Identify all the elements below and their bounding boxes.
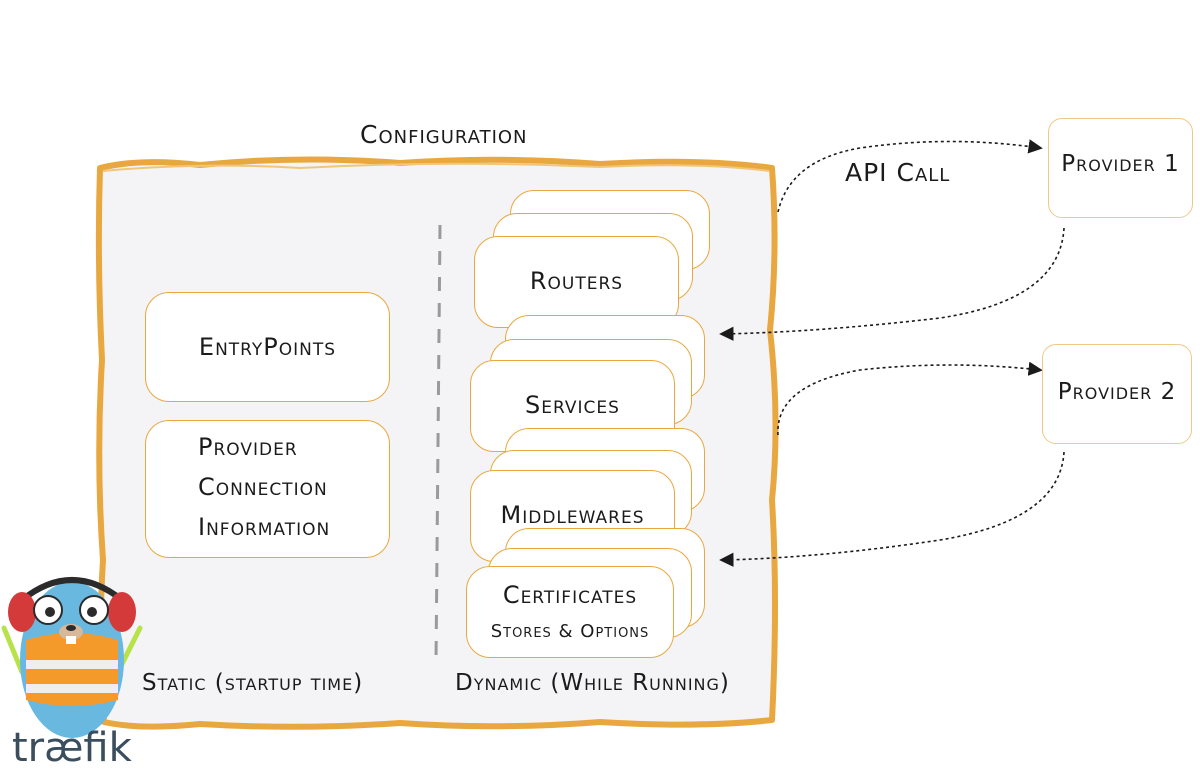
static-section-caption: Static (startup time) [142, 670, 364, 696]
traefik-logo-text: træfik [12, 725, 132, 771]
certificates-box: Certificates Stores & Options [466, 566, 674, 658]
provider-2-label: Provider 2 [1057, 379, 1177, 405]
section-divider [434, 224, 442, 663]
configuration-title: Configuration [360, 120, 528, 149]
provider-1-label: Provider 1 [1061, 151, 1180, 177]
certificates-label: Certificates [502, 581, 638, 609]
api-call-arrow-provider-2 [777, 361, 1043, 436]
provider-connection-box: Provider Connection Information [145, 420, 390, 558]
routers-box: Routers [474, 236, 679, 328]
dynamic-section-caption: Dynamic (While Running) [455, 670, 730, 696]
routers-label: Routers [529, 267, 624, 295]
certificates-sublabel: Stores & Options [490, 621, 650, 642]
provider-connection-line-3: Information [198, 513, 331, 541]
api-call-label: API Call [845, 158, 951, 187]
provider-connection-line-2: Connection [198, 473, 328, 501]
provider-2-box: Provider 2 [1042, 344, 1192, 444]
gopher-mascot-icon [1, 577, 143, 738]
entrypoints-label: EntryPoints [198, 333, 337, 361]
entrypoints-box: EntryPoints [145, 292, 390, 402]
api-call-arrow-provider-1 [777, 139, 1043, 213]
provider-connection-line-1: Provider [198, 433, 298, 461]
middlewares-label: Middlewares [500, 501, 645, 529]
return-arrow-provider-1 [719, 227, 1065, 341]
return-arrow-provider-2 [719, 451, 1065, 567]
provider-1-box: Provider 1 [1048, 118, 1193, 218]
services-label: Services [525, 391, 620, 419]
